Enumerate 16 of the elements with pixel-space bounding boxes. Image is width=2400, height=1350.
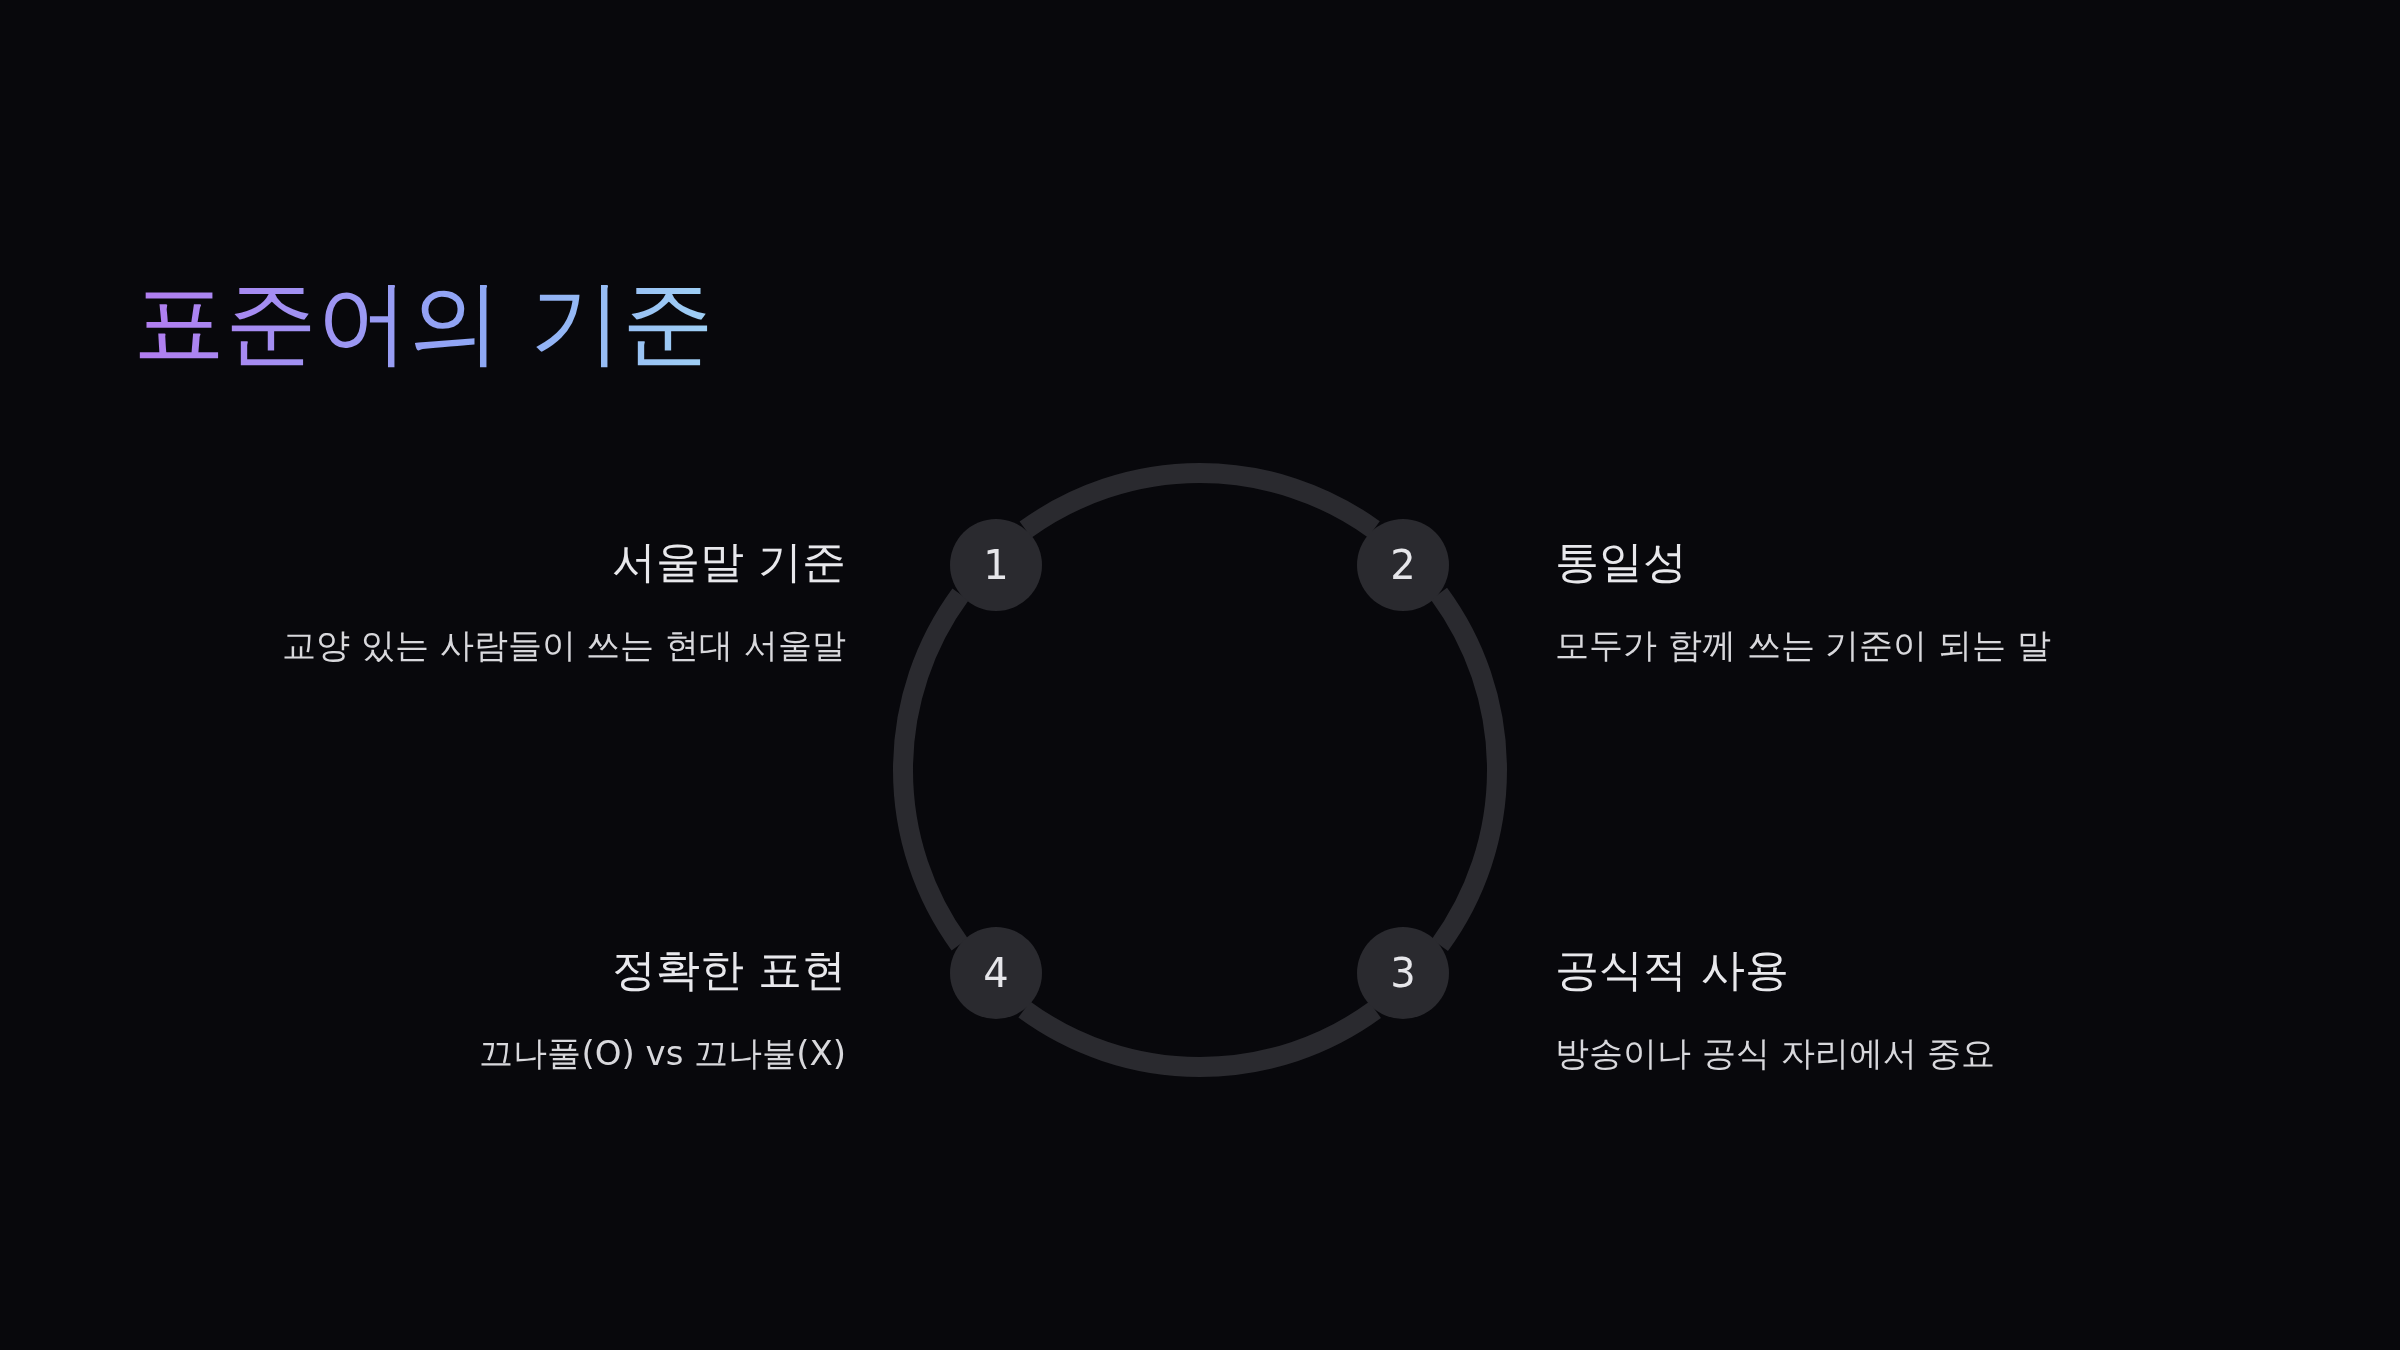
- item-description: 방송이나 공식 자리에서 중요: [1555, 1032, 1996, 1075]
- number-circle: 4: [950, 927, 1042, 1019]
- item-heading: 통일성: [1555, 535, 1687, 589]
- item-description: 교양 있는 사람들이 쓰는 현대 서울말: [281, 624, 846, 667]
- number-circle: 1: [950, 519, 1042, 611]
- number-circle: 2: [1357, 519, 1449, 611]
- item-heading: 공식적 사용: [1555, 943, 1789, 997]
- ring-arc: [1430, 588, 1507, 951]
- number-circle: 3: [1357, 927, 1449, 1019]
- ring-arc: [893, 588, 969, 950]
- item-description: 모두가 함께 쓰는 기준이 되는 말: [1555, 624, 2052, 667]
- item-description: 끄나풀(O) vs 끄나불(X): [479, 1032, 846, 1075]
- ring-arc: [1018, 1001, 1381, 1077]
- item-heading: 서울말 기준: [612, 535, 846, 589]
- ring-arc: [1020, 463, 1380, 539]
- item-heading: 정확한 표현: [612, 943, 846, 997]
